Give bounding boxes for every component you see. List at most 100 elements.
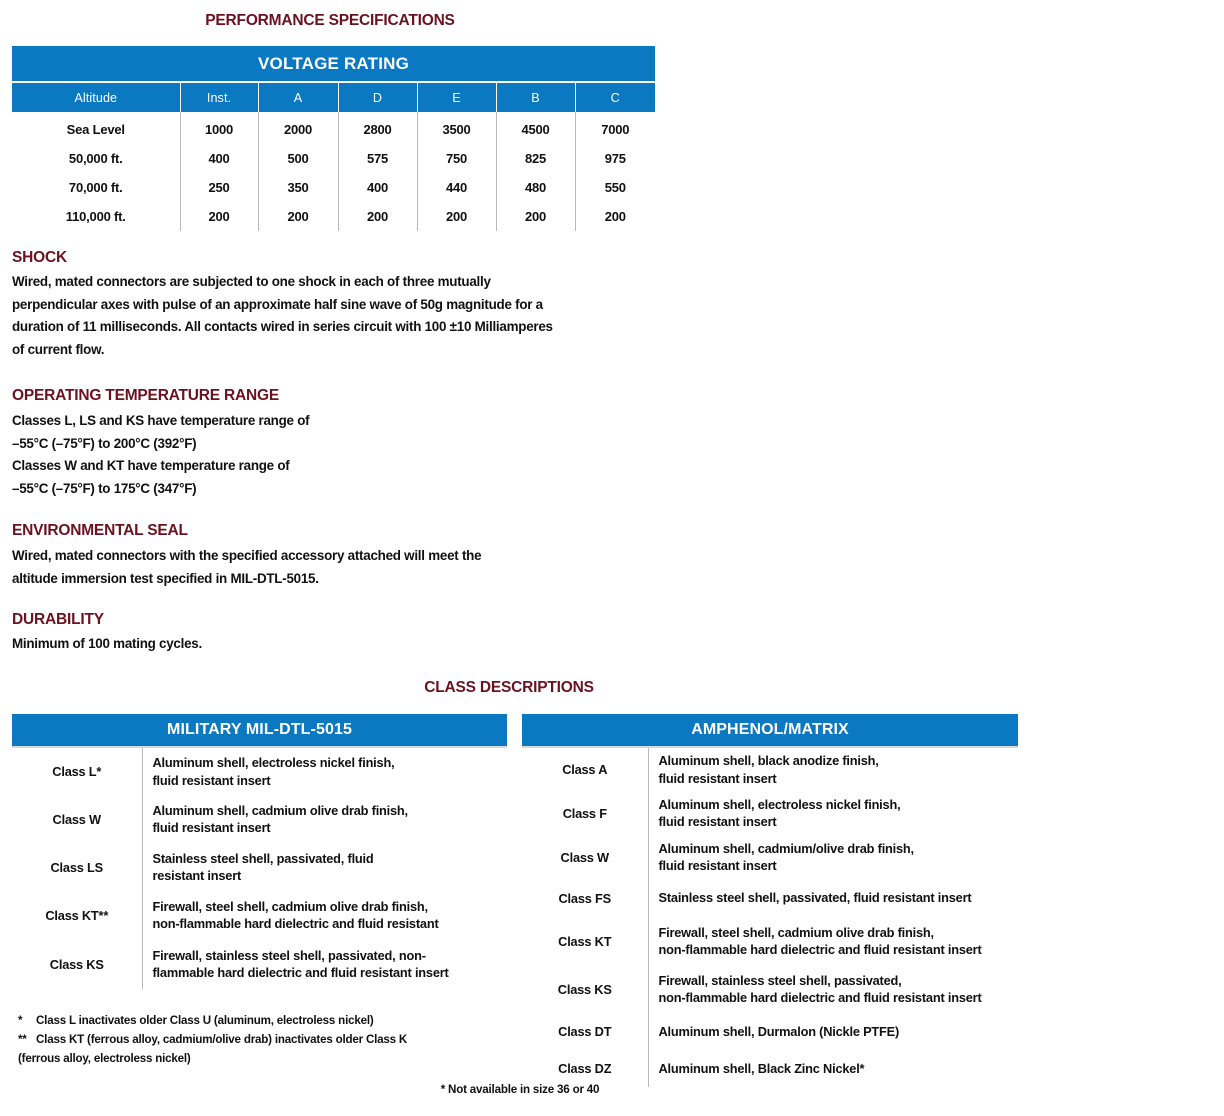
desc-line: fluid resistant insert [152,820,271,835]
table-row: Class DT Aluminum shell, Durmalon (Nickl… [522,1013,1018,1050]
cell-value: 575 [338,144,418,173]
cell-value: 200 [496,202,576,231]
class-description: Aluminum shell, electroless nickel finis… [648,791,1018,835]
col-d: D [338,82,418,112]
class-label: Class L* [12,747,143,795]
cell-altitude: Sea Level [12,112,181,144]
amphenol-class-table: AMPHENOL/MATRIX Class A Aluminum shell, … [522,714,1019,1087]
cell-value: 500 [258,144,339,173]
footnote-text: Class KT (ferrous alloy, cadmium/olive d… [36,1033,408,1046]
class-label: Class KT** [12,891,143,939]
desc-line: Aluminum shell, Durmalon (Nickle PTFE) [658,1023,900,1039]
class-description: Aluminum shell, Durmalon (Nickle PTFE) [648,1013,1018,1050]
desc-line: non-flammable hard dielectric and fluid … [152,916,439,931]
class-label: Class KT [522,917,649,965]
shock-line: perpendicular axes with pulse of an appr… [12,296,543,312]
cell-value: 3500 [417,112,497,144]
cell-altitude: 50,000 ft. [12,144,181,173]
durability-line: Minimum of 100 mating cycles. [12,636,202,651]
cell-value: 550 [604,180,626,195]
desc-line: fluid resistant insert [658,770,777,786]
operating-temperature-line: Classes W and KT have temperature range … [12,458,290,474]
shock-title: SHOCK [12,249,67,266]
operating-temperature-line: Classes L, LS and KS have temperature ra… [12,413,310,428]
cell-altitude: 70,000 ft. [12,173,181,202]
desc-line: resistant insert [152,868,242,883]
col-a: A [258,82,339,112]
cell-value: 400 [338,173,418,202]
class-description: Stainless steel shell, passivated, fluid… [142,843,507,891]
footnote-marker: * [18,1014,23,1027]
desc-line: Stainless steel shell, passivated, fluid [152,850,374,866]
table-row: Class KS Firewall, stainless steel shell… [522,965,1018,1013]
class-descriptions-title: CLASS DESCRIPTIONS [424,679,594,696]
cell-value: 250 [180,173,259,202]
class-label: Class LS [12,843,143,891]
table-row: Class LS Stainless steel shell, passivat… [12,843,507,891]
environmental-seal-line: Wired, mated connectors with the specifi… [12,548,482,563]
desc-line: Aluminum shell, cadmium/olive drab finis… [658,840,915,856]
footnote-double-asterisk: ** Class KT (ferrous alloy, cadmium/olive… [18,1030,538,1068]
table-row: 50,000 ft. 400 500 575 750 825 975 [12,144,655,173]
table-row: Class W Aluminum shell, cadmium/olive dr… [522,835,1018,879]
col-b: B [496,82,576,112]
footnote-text: Class L inactivates older Class U (alumi… [36,1014,374,1027]
performance-specifications-title: PERFORMANCE SPECIFICATIONS [205,12,455,29]
operating-temperature-line: –55°C (–75°F) to 175°C (347°F) [12,480,197,496]
amphenol-banner: AMPHENOL/MATRIX [522,714,1019,748]
voltage-rating-banner: VOLTAGE RATING [12,46,656,83]
table-row: Class KT** Firewall, steel shell, cadmiu… [12,891,507,939]
operating-temperature-title: OPERATING TEMPERATURE RANGE [12,387,280,404]
col-altitude: Altitude [12,82,181,112]
col-inst: Inst. [180,82,259,112]
table-row: Class W Aluminum shell, cadmium olive dr… [12,795,507,843]
cell-value: 480 [496,173,576,202]
military-class-table: MILITARY MIL-DTL-5015 Class L* Aluminum … [12,714,508,989]
class-description: Aluminum shell, electroless nickel finis… [142,747,507,795]
desc-line: Firewall, steel shell, cadmium olive dra… [658,924,935,940]
class-description: Aluminum shell, Black Zinc Nickel* [648,1050,1018,1087]
shock-line: Wired, mated connectors are subjected to… [12,274,491,289]
desc-line: Firewall, stainless steel shell, passiva… [658,972,902,988]
desc-line: fluid resistant insert [152,772,271,788]
desc-line: Aluminum shell, electroless nickel finis… [658,796,901,812]
desc-line: fluid resistant insert [658,858,777,873]
table-row: Class DZ Aluminum shell, Black Zinc Nick… [522,1050,1018,1087]
cell-value: 975 [604,151,626,166]
durability-title: DURABILITY [12,611,104,628]
col-e: E [417,82,497,112]
class-label: Class DT [522,1013,649,1050]
footnote-single-asterisk: * Class L inactivates older Class U (alum… [18,1011,538,1030]
class-label: Class DZ [522,1050,649,1087]
footnote-marker: ** [18,1033,27,1046]
cell-value: 825 [496,144,576,173]
cell-altitude: 110,000 ft. [12,202,181,231]
table-row: Class F Aluminum shell, electroless nick… [522,791,1018,835]
table-row: Class L* Aluminum shell, electroless nic… [12,747,507,795]
cell-value: 350 [258,173,339,202]
class-label: Class W [12,795,143,843]
table-row: Class KS Firewall, stainless steel shell… [12,939,507,989]
desc-line: Aluminum shell, electroless nickel finis… [152,755,395,770]
cell-value: 4500 [496,112,576,144]
cell-value: 2000 [258,112,339,144]
col-c: C [575,82,656,112]
cell-value: 200 [258,202,339,231]
class-description: Aluminum shell, cadmium/olive drab finis… [648,835,1018,879]
desc-line: non-flammable hard dielectric and fluid … [658,942,982,957]
footnote-text: (ferrous alloy, electroless nickel) [18,1052,191,1065]
class-description: Firewall, stainless steel shell, passiva… [648,965,1018,1013]
class-label: Class FS [522,879,649,917]
cell-value: 200 [180,202,259,231]
cell-value: 200 [604,209,626,224]
footnote-bottom-center: * Not available in size 36 or 40 [440,1083,600,1096]
shock-line: of current flow. [12,341,105,357]
class-description: Aluminum shell, black anodize finish, fl… [648,747,1018,791]
environmental-seal-title: ENVIRONMENTAL SEAL [12,522,188,539]
table-row: 110,000 ft. 200 200 200 200 200 200 [12,202,655,231]
table-row: Class A Aluminum shell, black anodize fi… [522,747,1018,791]
desc-line: Aluminum shell, black anodize finish, [658,753,879,768]
class-description: Aluminum shell, cadmium olive drab finis… [142,795,507,843]
desc-line: Stainless steel shell, passivated, fluid… [658,890,972,906]
